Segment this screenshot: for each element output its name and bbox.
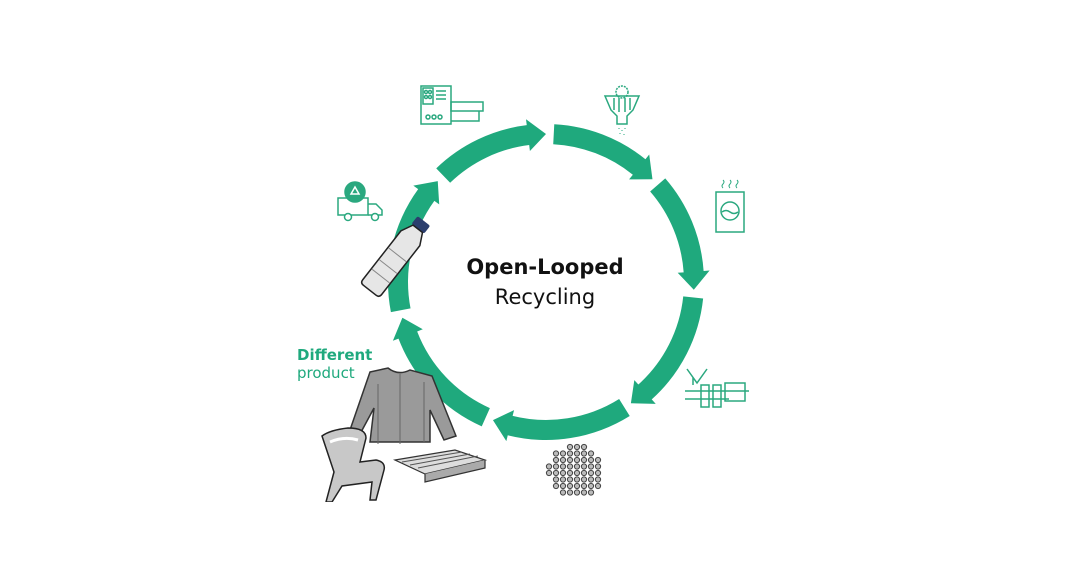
pellet	[587, 450, 595, 457]
pellet	[566, 456, 574, 464]
pellet	[587, 482, 595, 490]
pellet	[559, 482, 567, 490]
pellet	[580, 469, 588, 477]
pellet	[580, 443, 588, 451]
pellet	[559, 450, 567, 457]
chair-image	[321, 427, 386, 502]
pellet	[566, 489, 574, 496]
diagram-title: Open-Looped	[466, 255, 624, 279]
pellet	[580, 476, 588, 483]
pellet	[559, 476, 567, 483]
different-product-sublabel: product	[297, 364, 355, 382]
pellet	[594, 482, 602, 490]
pellet	[552, 482, 560, 490]
pellet	[580, 489, 588, 496]
loop-arrow-segment	[492, 399, 630, 442]
pellet	[580, 456, 588, 464]
pellet	[587, 476, 595, 483]
different-product-label: Different	[297, 346, 373, 364]
extruder-icon	[685, 368, 749, 408]
pellet	[559, 463, 567, 470]
pellet	[559, 456, 567, 464]
pellet	[594, 456, 602, 464]
pellet	[559, 469, 567, 477]
pellet	[545, 463, 553, 470]
pellet	[573, 482, 581, 490]
loop-arrow-segment	[388, 181, 440, 313]
pellet	[552, 450, 560, 457]
pellet	[566, 463, 574, 470]
pellet	[566, 450, 574, 457]
pellet	[580, 463, 588, 470]
loop-arrow-segment	[630, 296, 704, 404]
pellet	[587, 469, 595, 477]
loop-arrow-segment	[553, 124, 653, 180]
pellet	[573, 443, 581, 451]
pellets-icon	[545, 443, 602, 496]
loop-arrow-segment	[650, 178, 710, 290]
shredder-icon	[603, 85, 641, 135]
diagram-subtitle: Recycling	[494, 285, 596, 309]
pellet	[594, 469, 602, 477]
pellet	[587, 456, 595, 464]
pellet	[580, 450, 588, 457]
pellet	[594, 463, 602, 470]
pellet	[573, 469, 581, 477]
pellet	[573, 489, 581, 496]
pellet	[552, 463, 560, 470]
plastic-bottle-image	[360, 216, 430, 298]
different-products-image	[321, 367, 488, 502]
pellet	[545, 469, 553, 477]
pellet	[573, 476, 581, 483]
pellet	[566, 443, 574, 451]
pellet	[566, 469, 574, 477]
loop-arrow-segment	[392, 317, 490, 427]
sorting-machine-icon	[420, 85, 484, 125]
pellet	[573, 450, 581, 457]
recycling-truck-icon	[337, 181, 383, 222]
pellet	[580, 482, 588, 490]
pellet	[587, 463, 595, 470]
pellet	[559, 489, 567, 496]
pellet	[566, 476, 574, 483]
sweater-image	[349, 367, 457, 443]
pellet	[594, 476, 602, 483]
pellet	[566, 482, 574, 490]
pellet	[573, 463, 581, 470]
pellet	[587, 489, 595, 496]
pellet	[573, 456, 581, 464]
washing-machine-icon	[715, 179, 745, 233]
pellet	[552, 456, 560, 464]
pellet	[552, 476, 560, 483]
pellet	[552, 469, 560, 477]
loop-arrow-segment	[436, 119, 546, 183]
planks-image	[392, 449, 488, 483]
